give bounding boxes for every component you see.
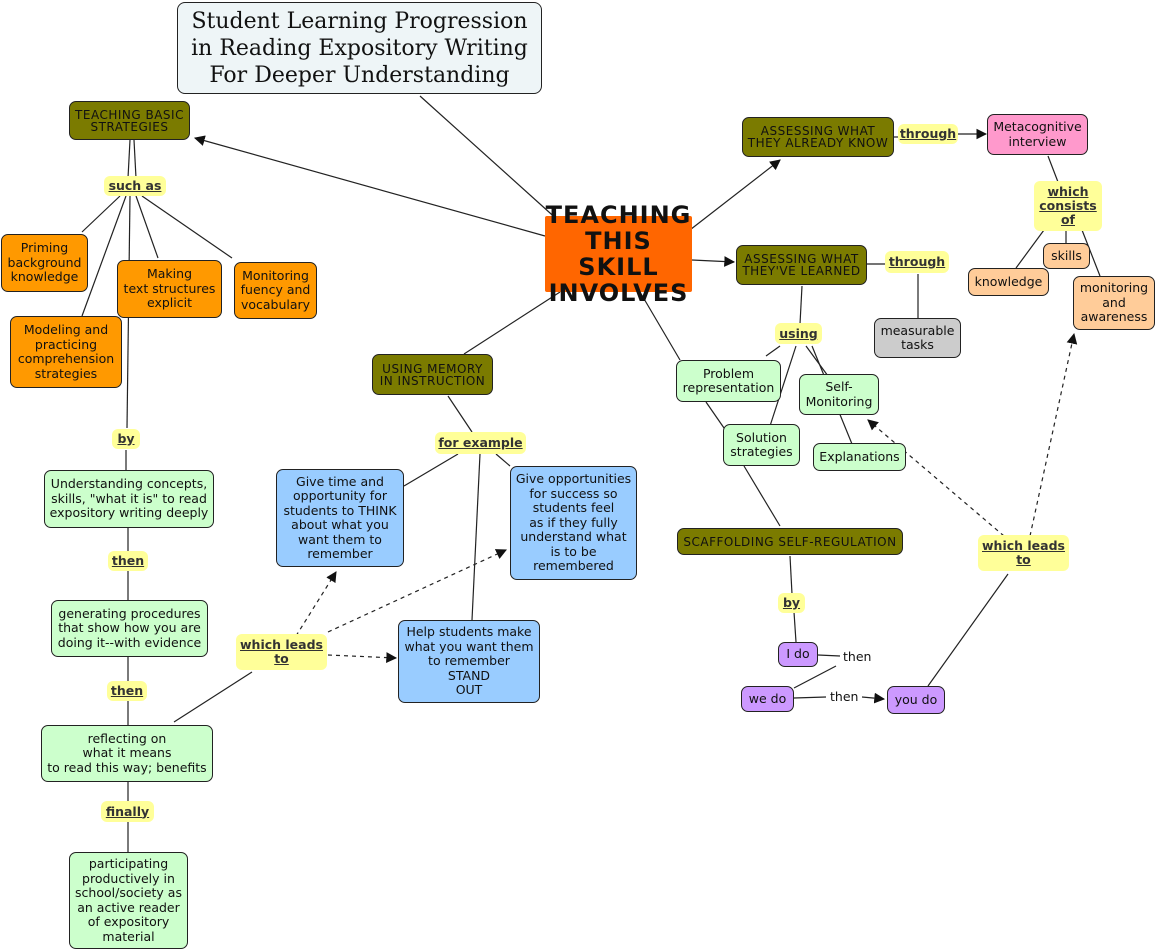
monitoring-and-awareness: monitoring and awareness [1073, 276, 1155, 330]
we-do: we do [741, 686, 794, 712]
label-then-2: then [107, 681, 147, 701]
assessing-what-theyve-learned: ASSESSING WHAT THEY'VE LEARNED [736, 245, 867, 285]
measurable-tasks: measurable tasks [874, 318, 961, 358]
scaffolding-self-regulation: SCAFFOLDING SELF-REGULATION [677, 528, 903, 555]
label-which-leads-to-right: which leads to [978, 535, 1069, 571]
label-through-1: through [898, 124, 958, 144]
making-text-structures-explicit: Making text structures explicit [117, 260, 222, 318]
solution-strategies: Solution strategies [723, 424, 800, 466]
self-monitoring: Self- Monitoring [799, 374, 879, 415]
teaching-basic-strategies: TEACHING BASIC STRATEGIES [69, 101, 190, 140]
label-then-plain-1: then [841, 649, 874, 664]
priming-background-knowledge: Priming background knowledge [1, 234, 88, 292]
modeling-practicing-strategies: Modeling and practicing comprehension st… [10, 316, 122, 388]
label-by-left: by [112, 429, 140, 449]
problem-representation: Problem representation [676, 360, 781, 402]
using-memory-in-instruction: USING MEMORY IN INSTRUCTION [372, 354, 493, 395]
label-finally: finally [101, 801, 154, 822]
give-time-to-think: Give time and opportunity for students t… [276, 469, 404, 567]
i-do: I do [778, 642, 818, 667]
label-then-1: then [108, 551, 148, 571]
reflecting-on-meaning: reflecting on what it means to read this… [41, 725, 213, 782]
understanding-concepts: Understanding concepts, skills, "what it… [44, 470, 214, 528]
label-by-right: by [778, 593, 805, 613]
label-for-example: for example [435, 432, 526, 454]
monitoring-fluency-vocabulary: Monitoring fuency and vocabulary [234, 262, 317, 319]
you-do: you do [887, 686, 945, 714]
generating-procedures: generating procedures that show how you … [51, 600, 208, 657]
central-concept: TEACHING THIS SKILL INVOLVES [545, 201, 692, 307]
explanations: Explanations [813, 443, 906, 471]
assessing-what-they-already-know: ASSESSING WHAT THEY ALREADY KNOW [742, 117, 894, 157]
label-which-leads-to-left: which leads to [236, 634, 327, 670]
label-then-plain-2: then [828, 689, 861, 704]
help-students-stand-out: Help students make what you want them to… [398, 620, 540, 703]
participating-productively: participating productively in school/soc… [69, 852, 188, 949]
metacognitive-interview: Metacognitive interview [987, 114, 1088, 155]
skills-node: skills [1043, 243, 1090, 269]
give-opportunities-for-success: Give opportunities for success so studen… [510, 466, 637, 580]
label-through-2: through [885, 251, 949, 273]
label-using: using [775, 323, 822, 344]
label-which-consists-of: which consists of [1034, 181, 1102, 231]
knowledge-node: knowledge [968, 268, 1049, 296]
map-title: Student Learning Progression in Reading … [177, 2, 542, 94]
label-such-as: such as [104, 176, 166, 196]
